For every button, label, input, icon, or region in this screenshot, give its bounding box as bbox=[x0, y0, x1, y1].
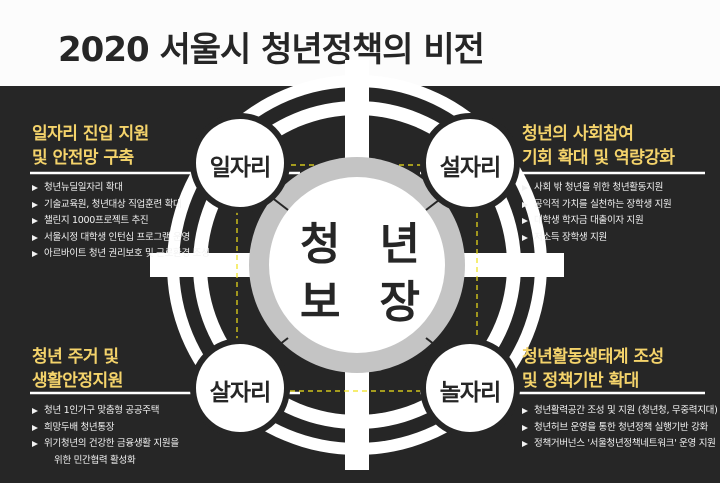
page-title: 2020 서울시 청년정책의 비전 bbox=[58, 30, 485, 70]
list-item: 대학생 학자금 대출이자 지원 bbox=[522, 213, 675, 230]
panel-list: 청년뉴딜일자리 확대 기술교육원, 청년대상 직업훈련 확대 챌린지 1000프… bbox=[32, 180, 210, 263]
panel-list: 청년 1인가구 맞춤형 공공주택 희망두배 청년통장 위기청년의 건강한 금융생… bbox=[32, 403, 179, 469]
list-item: 기술교육원, 청년대상 직업훈련 확대 bbox=[32, 197, 210, 214]
panel-title-line: 청년활동생태계 조성 bbox=[522, 347, 664, 367]
panel-participation: 청년의 사회참여 기회 확대 및 역량강화 사회 밖 청년을 위한 청년활동지원… bbox=[522, 122, 675, 246]
list-item: 청년허브 운영을 통한 청년정책 실행기반 강화 bbox=[522, 420, 718, 437]
center-char: 보 bbox=[300, 277, 341, 328]
center-text-line-2: 보 장 bbox=[300, 266, 420, 330]
list-item: 희망두배 청년통장 bbox=[32, 420, 179, 437]
panel-title-line: 생활안정지원 bbox=[32, 371, 123, 391]
list-item: 챌린지 1000프로젝트 추진 bbox=[32, 213, 210, 230]
panel-jobs: 일자리 진입 지원 및 안전망 구축 청년뉴딜일자리 확대 기술교육원, 청년대… bbox=[32, 122, 210, 263]
list-item: 저소득 장학생 지원 bbox=[522, 230, 675, 247]
center-char: 청 bbox=[300, 219, 341, 270]
center-text-line-1: 청 년 bbox=[300, 208, 420, 272]
panel-title-line: 및 안전망 구축 bbox=[32, 148, 134, 168]
panel-activity: 청년활동생태계 조성 및 정책기반 확대 청년활력공간 조성 및 지원 (청년청… bbox=[522, 345, 718, 453]
center-char: 장 bbox=[379, 277, 420, 328]
list-item: 청년활력공간 조성 및 지원 (청년청, 무중력지대) bbox=[522, 403, 718, 420]
list-item-continuation: 위한 민간협력 활성화 bbox=[54, 454, 136, 466]
panel-list: 사회 밖 청년을 위한 청년활동지원 공익적 가치를 실천하는 장학생 지원 대… bbox=[522, 180, 675, 246]
list-item: 아르바이트 청년 권리보호 및 근로환경 조성 bbox=[32, 246, 210, 263]
panel-title-line: 청년 주거 및 bbox=[32, 347, 119, 367]
node-label-activity: 놀자리 bbox=[439, 380, 501, 406]
node-label-jobs: 일자리 bbox=[209, 155, 271, 181]
panel-living: 청년 주거 및 생활안정지원 청년 1인가구 맞춤형 공공주택 희망두배 청년통… bbox=[32, 345, 179, 469]
panel-title-line: 일자리 진입 지원 bbox=[32, 124, 149, 144]
panel-list: 청년활력공간 조성 및 지원 (청년청, 무중력지대) 청년허브 운영을 통한 … bbox=[522, 403, 718, 453]
panel-title-line: 청년의 사회참여 bbox=[522, 124, 634, 144]
list-item: 위기청년의 건강한 금융생활 지원을 bbox=[32, 436, 179, 453]
node-label-participation: 설자리 bbox=[439, 155, 501, 181]
list-item: 사회 밖 청년을 위한 청년활동지원 bbox=[522, 180, 675, 197]
node-circles bbox=[190, 113, 520, 438]
center-hub bbox=[269, 177, 445, 353]
list-item: 정책거버넌스 '서울청년정책네트워크' 운영 지원 bbox=[522, 436, 718, 453]
list-item: 청년 1인가구 맞춤형 공공주택 bbox=[32, 403, 179, 420]
panel-title-line: 기회 확대 및 역량강화 bbox=[522, 148, 675, 168]
center-char: 년 bbox=[379, 219, 420, 270]
list-item: 서울시정 대학생 인턴십 프로그램 운영 bbox=[32, 230, 210, 247]
list-item: 공익적 가치를 실천하는 장학생 지원 bbox=[522, 197, 675, 214]
list-item: 청년뉴딜일자리 확대 bbox=[32, 180, 210, 197]
node-label-living: 살자리 bbox=[209, 380, 271, 406]
panel-title-line: 및 정책기반 확대 bbox=[522, 371, 639, 391]
